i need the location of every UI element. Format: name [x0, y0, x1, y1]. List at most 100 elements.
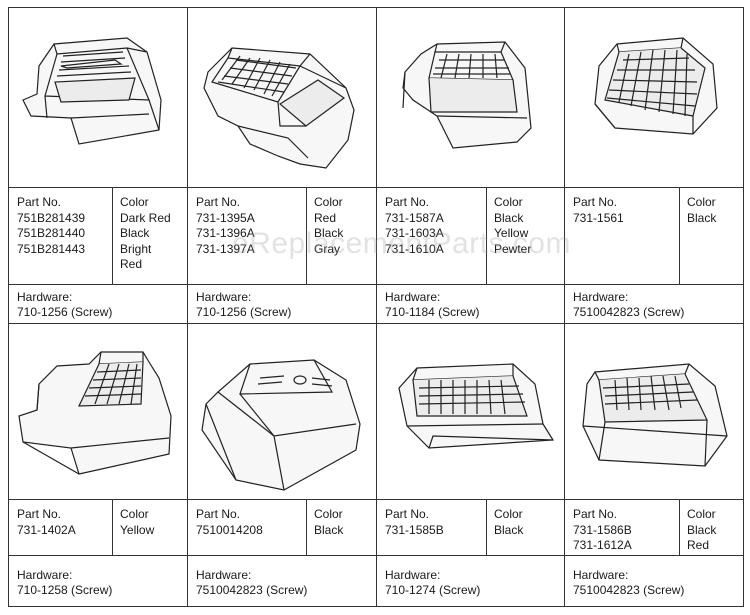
color-label: Color [314, 195, 343, 209]
hardware-value: 7510042823 (Screw) [573, 305, 685, 319]
part-number: 731-1587A [385, 210, 444, 225]
part-number-column: Part No. 751B281439 751B281440 751B28144… [17, 195, 85, 257]
part-info: Part No. 731-1561 Color Black [565, 188, 743, 285]
part-number-column: Part No. 731-1402A [17, 507, 76, 538]
color-value: Yellow [494, 226, 529, 240]
hardware-info: Hardware: 710-1256 (Screw) [188, 290, 376, 320]
part-no-label: Part No. [573, 195, 618, 209]
part-number: 751B281439 [17, 210, 86, 225]
part-number-column: Part No. 731-1586B 731-1612A [573, 507, 632, 554]
hardware-info: Hardware: 710-1274 (Screw) [377, 568, 564, 598]
color-value: Black [314, 226, 344, 240]
watermark-text: eReplacementParts.com [232, 227, 571, 260]
part-illustration [377, 8, 564, 188]
part-number-column: Part No. 731-1585B [385, 507, 444, 538]
color-value: Black [494, 522, 524, 537]
color-column: Color Black [486, 500, 564, 555]
part-number: 751B281443 [17, 241, 86, 256]
color-column: Color Dark Red Black Bright Red [112, 188, 187, 284]
part-cell: Part No. 751B281439 751B281440 751B28144… [9, 8, 188, 324]
color-label: Color [120, 507, 149, 521]
part-number: 731-1603A [385, 226, 444, 240]
color-column: Color Red Black Gray [306, 188, 376, 284]
part-cell: Part No. 731-1587A 731-1603A 731-1610A C… [377, 8, 565, 324]
color-value: Black [687, 210, 717, 225]
hardware-info: Hardware: 7510042823 (Screw) [565, 290, 743, 320]
part-info: Part No. 731-1586B 731-1612A Color Black… [565, 500, 743, 556]
hardware-label: Hardware: [17, 290, 73, 304]
color-value: Black [120, 226, 150, 240]
hardware-label: Hardware: [196, 568, 252, 582]
color-label: Color [120, 195, 149, 209]
part-cell: Part No. 731-1402A Color Yellow Hardware… [9, 324, 188, 606]
color-value: Gray [314, 241, 341, 256]
part-no-label: Part No. [196, 195, 241, 209]
part-cell: Part No. 7510014208 Color Black Hardware… [188, 324, 377, 606]
hardware-info: Hardware: 710-1184 (Screw) [377, 290, 564, 320]
part-number: 731-1610A [385, 241, 444, 256]
part-no-label: Part No. [573, 507, 618, 521]
hardware-label: Hardware: [573, 290, 629, 304]
part-number: 731-1402A [17, 522, 76, 537]
color-column: Color Black Red [679, 500, 743, 555]
color-label: Color [494, 507, 523, 521]
part-number: 7510014208 [196, 522, 263, 537]
hardware-info: Hardware: 710-1258 (Screw) [9, 568, 187, 598]
part-number: 751B281440 [17, 226, 86, 240]
hardware-label: Hardware: [385, 568, 441, 582]
part-illustration [188, 324, 376, 500]
color-value: Red [314, 210, 337, 225]
part-number: 731-1561 [573, 210, 624, 225]
color-value: Red [120, 257, 143, 271]
color-label: Color [687, 195, 716, 209]
hardware-value: 710-1256 (Screw) [196, 305, 292, 319]
part-number: 731-1396A [196, 226, 255, 240]
part-number: 731-1612A [573, 538, 632, 552]
part-info: Part No. 751B281439 751B281440 751B28144… [9, 188, 187, 285]
hardware-info: Hardware: 710-1256 (Screw) [9, 290, 187, 320]
hardware-value: 710-1184 (Screw) [385, 305, 480, 319]
part-number-column: Part No. 731-1587A 731-1603A 731-1610A [385, 195, 444, 257]
parts-grid: Part No. 751B281439 751B281440 751B28144… [8, 7, 744, 607]
color-value: Bright [120, 241, 152, 256]
color-value: Black [314, 522, 344, 537]
color-label: Color [494, 195, 523, 209]
part-info: Part No. 731-1585B Color Black [377, 500, 564, 556]
hardware-value: 7510042823 (Screw) [196, 583, 308, 597]
part-number: 731-1397A [196, 241, 255, 256]
part-info: Part No. 7510014208 Color Black [188, 500, 376, 556]
part-no-label: Part No. [385, 507, 430, 521]
part-number-column: Part No. 731-1395A 731-1396A 731-1397A [196, 195, 255, 257]
color-value: Pewter [494, 241, 532, 256]
part-no-label: Part No. [385, 195, 430, 209]
color-label: Color [687, 507, 716, 521]
color-value: Red [687, 538, 710, 552]
part-no-label: Part No. [196, 507, 241, 521]
hardware-value: 710-1274 (Screw) [385, 583, 481, 597]
part-number-column: Part No. 7510014208 [196, 507, 263, 538]
part-illustration [9, 8, 187, 188]
color-column: Color Black Yellow Pewter [486, 188, 564, 284]
part-info: Part No. 731-1402A Color Yellow [9, 500, 187, 556]
part-illustration [9, 324, 187, 500]
hardware-label: Hardware: [196, 290, 252, 304]
color-column: Color Black [679, 188, 743, 284]
part-info: Part No. 731-1395A 731-1396A 731-1397A C… [188, 188, 376, 285]
part-cell: Part No. 731-1585B Color Black Hardware:… [377, 324, 565, 606]
color-column: Color Yellow [112, 500, 187, 555]
hardware-label: Hardware: [385, 290, 441, 304]
part-no-label: Part No. [17, 507, 62, 521]
part-number-column: Part No. 731-1561 [573, 195, 624, 226]
hardware-value: 710-1258 (Screw) [17, 583, 113, 597]
color-value: Yellow [120, 522, 155, 537]
part-number: 731-1585B [385, 522, 444, 537]
color-label: Color [314, 507, 343, 521]
part-no-label: Part No. [17, 195, 62, 209]
color-value: Black [687, 522, 717, 537]
part-number: 731-1395A [196, 210, 255, 225]
hardware-info: Hardware: 7510042823 (Screw) [565, 568, 743, 598]
hardware-info: Hardware: 7510042823 (Screw) [188, 568, 376, 598]
hardware-value: 710-1256 (Screw) [17, 305, 113, 319]
part-cell: Part No. 731-1586B 731-1612A Color Black… [565, 324, 743, 606]
part-illustration [565, 8, 743, 188]
